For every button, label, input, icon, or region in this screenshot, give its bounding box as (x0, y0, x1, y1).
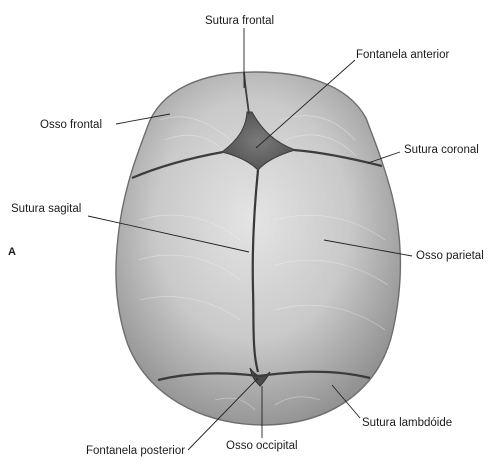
label-fontanela-posterior: Fontanela posterior (86, 446, 185, 458)
label-sutura-lambdoide: Sutura lambdóide (362, 418, 452, 430)
label-sutura-sagital: Sutura sagital (11, 204, 81, 216)
label-fontanela-anterior: Fontanela anterior (356, 50, 449, 62)
label-sutura-frontal: Sutura frontal (205, 16, 274, 28)
panel-letter: A (8, 247, 16, 258)
label-osso-frontal: Osso frontal (40, 120, 102, 132)
label-osso-parietal: Osso parietal (416, 251, 484, 263)
label-sutura-coronal: Sutura coronal (404, 145, 479, 157)
label-osso-occipital: Osso occipital (226, 441, 298, 453)
